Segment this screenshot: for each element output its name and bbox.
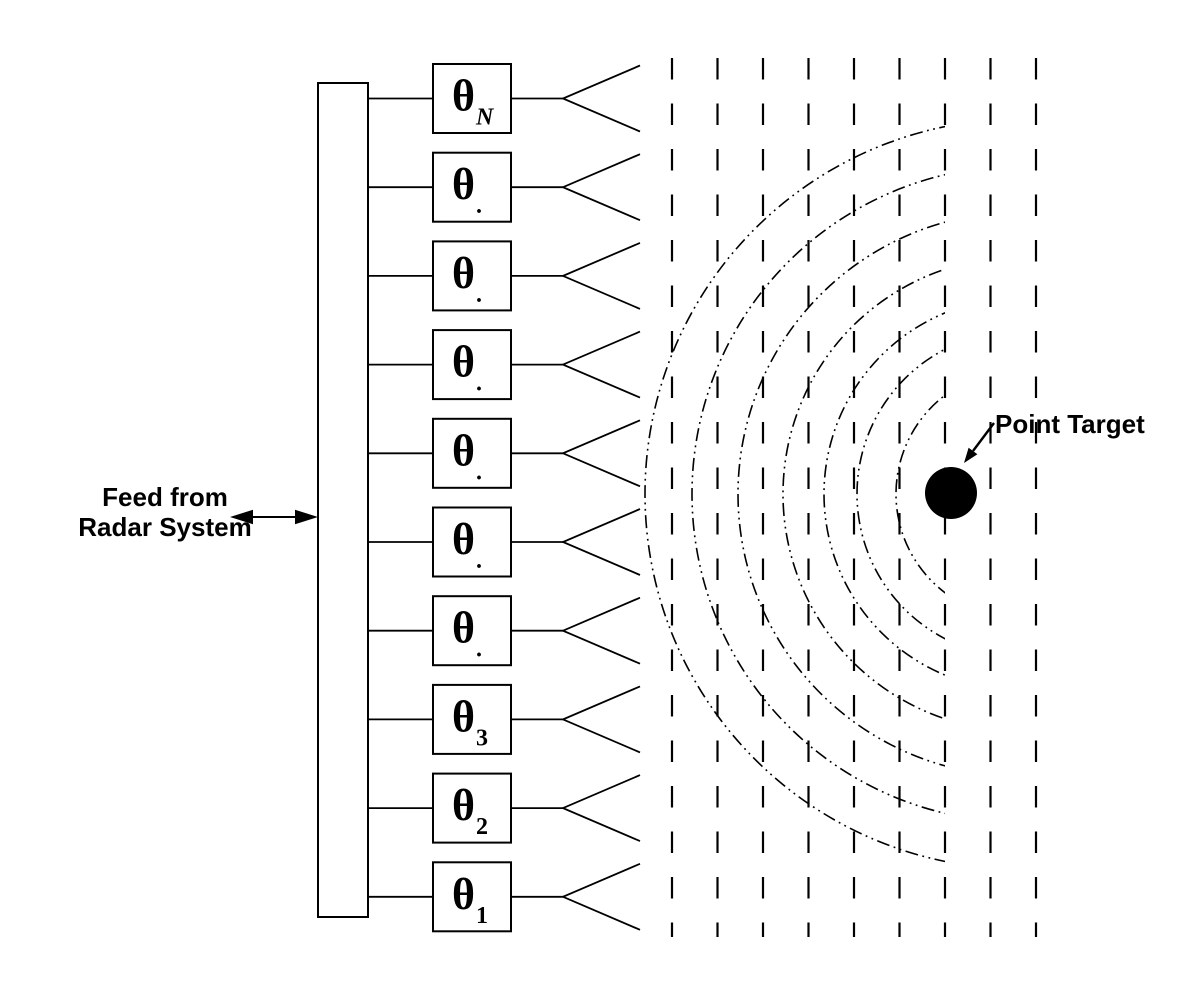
phase-shifter-box (432, 63, 512, 134)
phase-shifter-label: θ. (452, 249, 482, 308)
phase-shifter-channel: θ. (368, 240, 641, 312)
theta-subscript: . (476, 637, 482, 663)
phase-shifter-label: θ3 (452, 692, 488, 751)
theta-symbol: θ (452, 781, 475, 830)
spherical-wavefront-arc (823, 312, 945, 676)
point-target-arrow-shaft (972, 422, 995, 452)
feed-label: Feed from Radar System (78, 482, 251, 542)
phase-shifter-label: θ. (452, 426, 482, 485)
theta-subscript: . (476, 371, 482, 397)
phase-shifter-label: θ2 (452, 781, 488, 840)
feed-arrow-right-head (295, 509, 318, 525)
phase-shifter-label: θ1 (452, 870, 488, 929)
feed-label-line1: Feed from (102, 482, 228, 512)
theta-subscript: . (476, 459, 482, 485)
theta-symbol: θ (452, 604, 475, 653)
theta-subscript: . (476, 548, 482, 574)
phase-shifter-channel: θ2 (368, 772, 641, 844)
theta-subscript: N (475, 105, 495, 131)
theta-subscript: 1 (476, 903, 488, 929)
point-target-arrow (964, 422, 995, 463)
theta-symbol: θ (452, 692, 475, 741)
plane-wavefront-group (670, 58, 1038, 937)
phase-shifter-label: θN (452, 72, 495, 131)
antenna-element-icon (560, 330, 641, 399)
phase-shifter-box (432, 683, 512, 755)
phase-shifter-channel: θ3 (368, 683, 641, 755)
spherical-wavefront-arc (856, 348, 945, 640)
phase-shifter-label: θ. (452, 604, 482, 663)
phase-shifter-box (432, 417, 512, 489)
phase-shifter-channel: θN (368, 63, 641, 134)
antenna-element-icon (560, 64, 641, 133)
phase-shifter-channel: θ. (368, 329, 641, 401)
antenna-element-icon (560, 242, 641, 310)
antenna-element-icon (560, 685, 641, 754)
antenna-element-icon (560, 862, 641, 931)
feed-arrow-left-head (230, 509, 253, 525)
phase-shifter-box (432, 861, 512, 933)
antenna-element-icon (560, 596, 641, 665)
feed-label-line2: Radar System (78, 512, 251, 542)
theta-symbol: θ (452, 426, 475, 475)
phase-shifter-label: θ. (452, 338, 482, 397)
feed-network-bus (317, 82, 369, 918)
spherical-wavefront-arc (644, 125, 945, 863)
feed-arrow (230, 509, 318, 525)
theta-symbol: θ (452, 72, 475, 121)
antenna-element-icon (560, 153, 641, 222)
phase-shifter-label: θ. (452, 515, 482, 574)
phase-shifter-channel: θ. (368, 595, 641, 667)
antenna-element-icon (560, 774, 641, 842)
phase-shifter-box (432, 506, 512, 578)
theta-symbol: θ (452, 515, 475, 564)
phase-shifter-channel: θ1 (368, 861, 641, 933)
spherical-wavefront-arc (691, 173, 945, 815)
theta-subscript: 2 (476, 814, 488, 840)
theta-subscript: . (476, 282, 482, 308)
phase-shifter-box (432, 151, 512, 223)
antenna-element-icon (560, 419, 641, 488)
point-target-arrow-head (964, 447, 978, 463)
theta-subscript: 3 (476, 725, 488, 751)
phase-shifter-box (432, 329, 512, 401)
point-target-label: Point Target (995, 409, 1145, 439)
theta-symbol: θ (452, 870, 475, 919)
theta-subscript: . (476, 193, 482, 219)
theta-symbol: θ (452, 249, 475, 298)
point-target-dot (925, 467, 977, 519)
antenna-element-icon (560, 508, 641, 576)
spherical-wavefront-group (644, 125, 945, 863)
phase-shifter-label: θ. (452, 160, 482, 219)
phase-shifter-box (432, 595, 512, 667)
phase-shifter-box (432, 240, 512, 312)
phase-shifter-channel: θ. (368, 417, 641, 489)
phase-shifter-channel: θ. (368, 506, 641, 578)
theta-symbol: θ (452, 160, 475, 209)
spherical-wavefront-arc (737, 221, 945, 767)
theta-symbol: θ (452, 338, 475, 387)
phase-shifter-channel: θ. (368, 151, 641, 223)
